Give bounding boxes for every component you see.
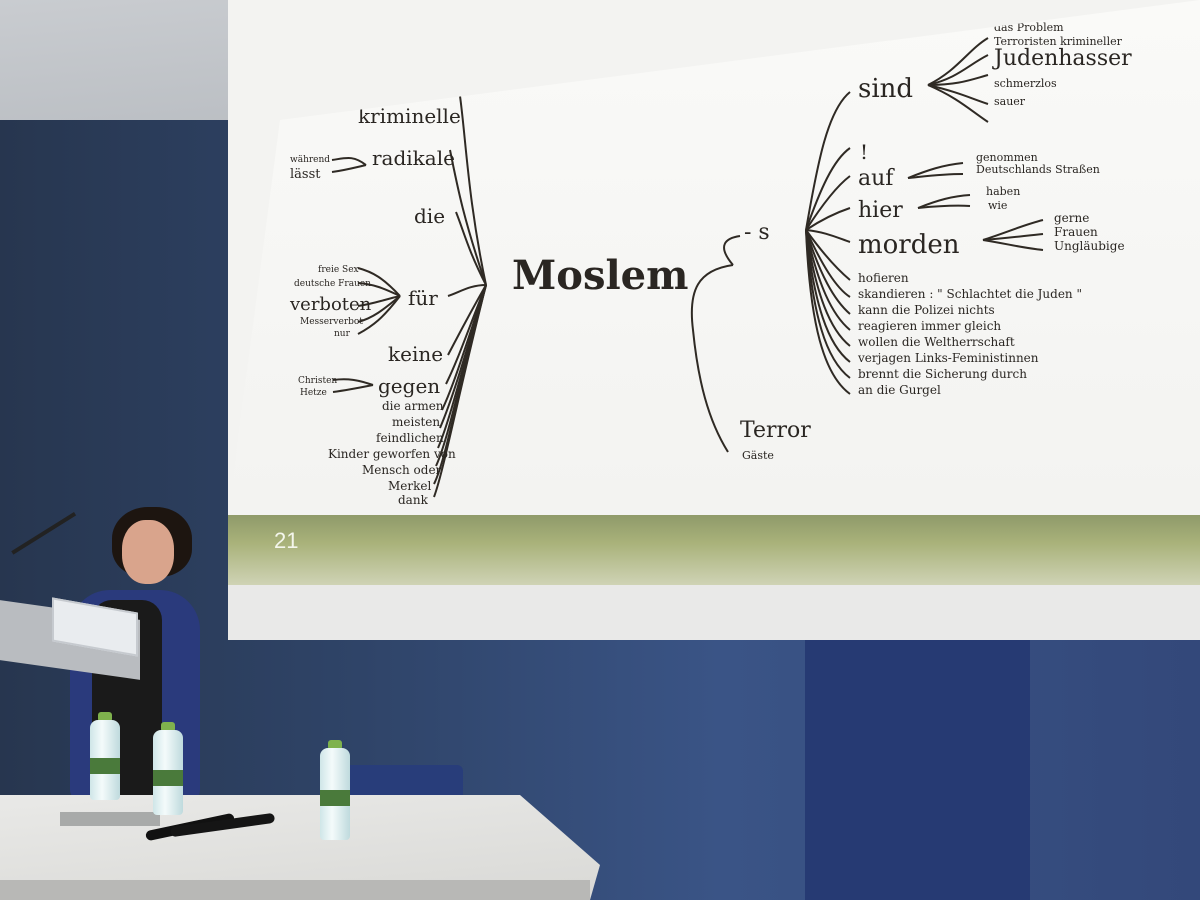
word-verboten: verboten	[290, 294, 372, 315]
bottle-cap	[161, 722, 175, 732]
word-gegen: gegen	[378, 374, 441, 398]
word-hier: hier	[858, 198, 903, 223]
word-schmerzlos: schmerzlos	[994, 77, 1057, 90]
word-kriminelle: kriminelle	[358, 104, 461, 128]
word-kinder: Kinder geworfen von	[328, 447, 456, 461]
word-gurgel: an die Gurgel	[858, 383, 941, 397]
word-die: die	[414, 204, 446, 228]
word-nur: nur	[334, 329, 350, 339]
wall-panel	[805, 630, 1030, 900]
word-freie-sex: freie Sex	[318, 265, 359, 275]
word-wollen: wollen die Weltherrschaft	[858, 335, 1015, 349]
word-sind: sind	[858, 74, 914, 104]
word-frauen: Frauen	[1054, 225, 1098, 239]
word-strassen: Deutschlands Straßen	[976, 163, 1100, 176]
tree-branches	[331, 37, 1044, 498]
suffix-s: - s	[744, 220, 770, 245]
table-edge	[0, 880, 590, 900]
screen-bottom-edge	[228, 585, 1200, 640]
word-judenhasser: Judenhasser	[994, 46, 1132, 71]
word-das-problem: das Problem	[994, 21, 1064, 34]
word-auf: auf	[858, 166, 894, 191]
bottle-label	[153, 770, 183, 786]
slide-footer-band	[228, 515, 1200, 585]
word-hofieren: hofieren	[858, 271, 909, 285]
word-gerne: gerne	[1054, 211, 1090, 225]
word-waehrend: während	[290, 155, 331, 165]
word-genommen: genommen	[976, 151, 1038, 164]
word-haben: haben	[986, 185, 1021, 198]
word-kann: kann die Polizei nichts	[858, 303, 995, 317]
word-reagieren: reagieren immer gleich	[858, 319, 1002, 333]
word-deutsche-frauen: deutsche Frauen	[294, 279, 371, 289]
word-exclamation: !	[860, 140, 869, 164]
word-die-armen: die armen	[382, 399, 444, 413]
slide-number: 21	[274, 528, 299, 553]
speaker-face	[122, 520, 174, 584]
word-radikale: radikale	[372, 146, 455, 170]
table-plate	[60, 812, 160, 826]
word-morden: morden	[858, 230, 960, 260]
word-fuer: für	[408, 286, 438, 310]
word-terror: Terror	[740, 418, 811, 443]
word-merkel: Merkel	[388, 479, 432, 493]
word-mensch: Mensch oder	[362, 463, 442, 477]
word-feindlichen: feindlichen	[376, 431, 444, 445]
word-christen: Christen	[298, 376, 338, 386]
projection-screen: kriminelle während lässt radikale die fr…	[228, 0, 1200, 640]
bottle-cap	[328, 740, 342, 750]
word-messerverbot: Messerverbot	[300, 317, 363, 327]
word-terroristen: Terroristen krimineller	[994, 35, 1122, 48]
word-skandieren: skandieren : " Schlachtet die Juden "	[858, 287, 1082, 301]
word-sauer: sauer	[994, 95, 1026, 108]
bottle-cap	[98, 712, 112, 722]
bottle-label	[320, 790, 350, 806]
bottle-label	[90, 758, 120, 774]
word-dank: dank	[398, 493, 428, 507]
word-unglaeubige: Ungläubige	[1054, 239, 1125, 253]
word-hetze: Hetze	[300, 388, 327, 398]
word-laesst: lässt	[290, 167, 321, 182]
word-gaeste: Gäste	[742, 449, 774, 462]
word-wie: wie	[988, 199, 1008, 212]
word-keine: keine	[388, 342, 444, 366]
word-brennt: brennt die Sicherung durch	[858, 367, 1027, 381]
word-meisten: meisten	[392, 415, 441, 429]
word-verjagen: verjagen Links-Feministinnen	[858, 351, 1039, 365]
center-word: Moslem	[512, 252, 689, 299]
